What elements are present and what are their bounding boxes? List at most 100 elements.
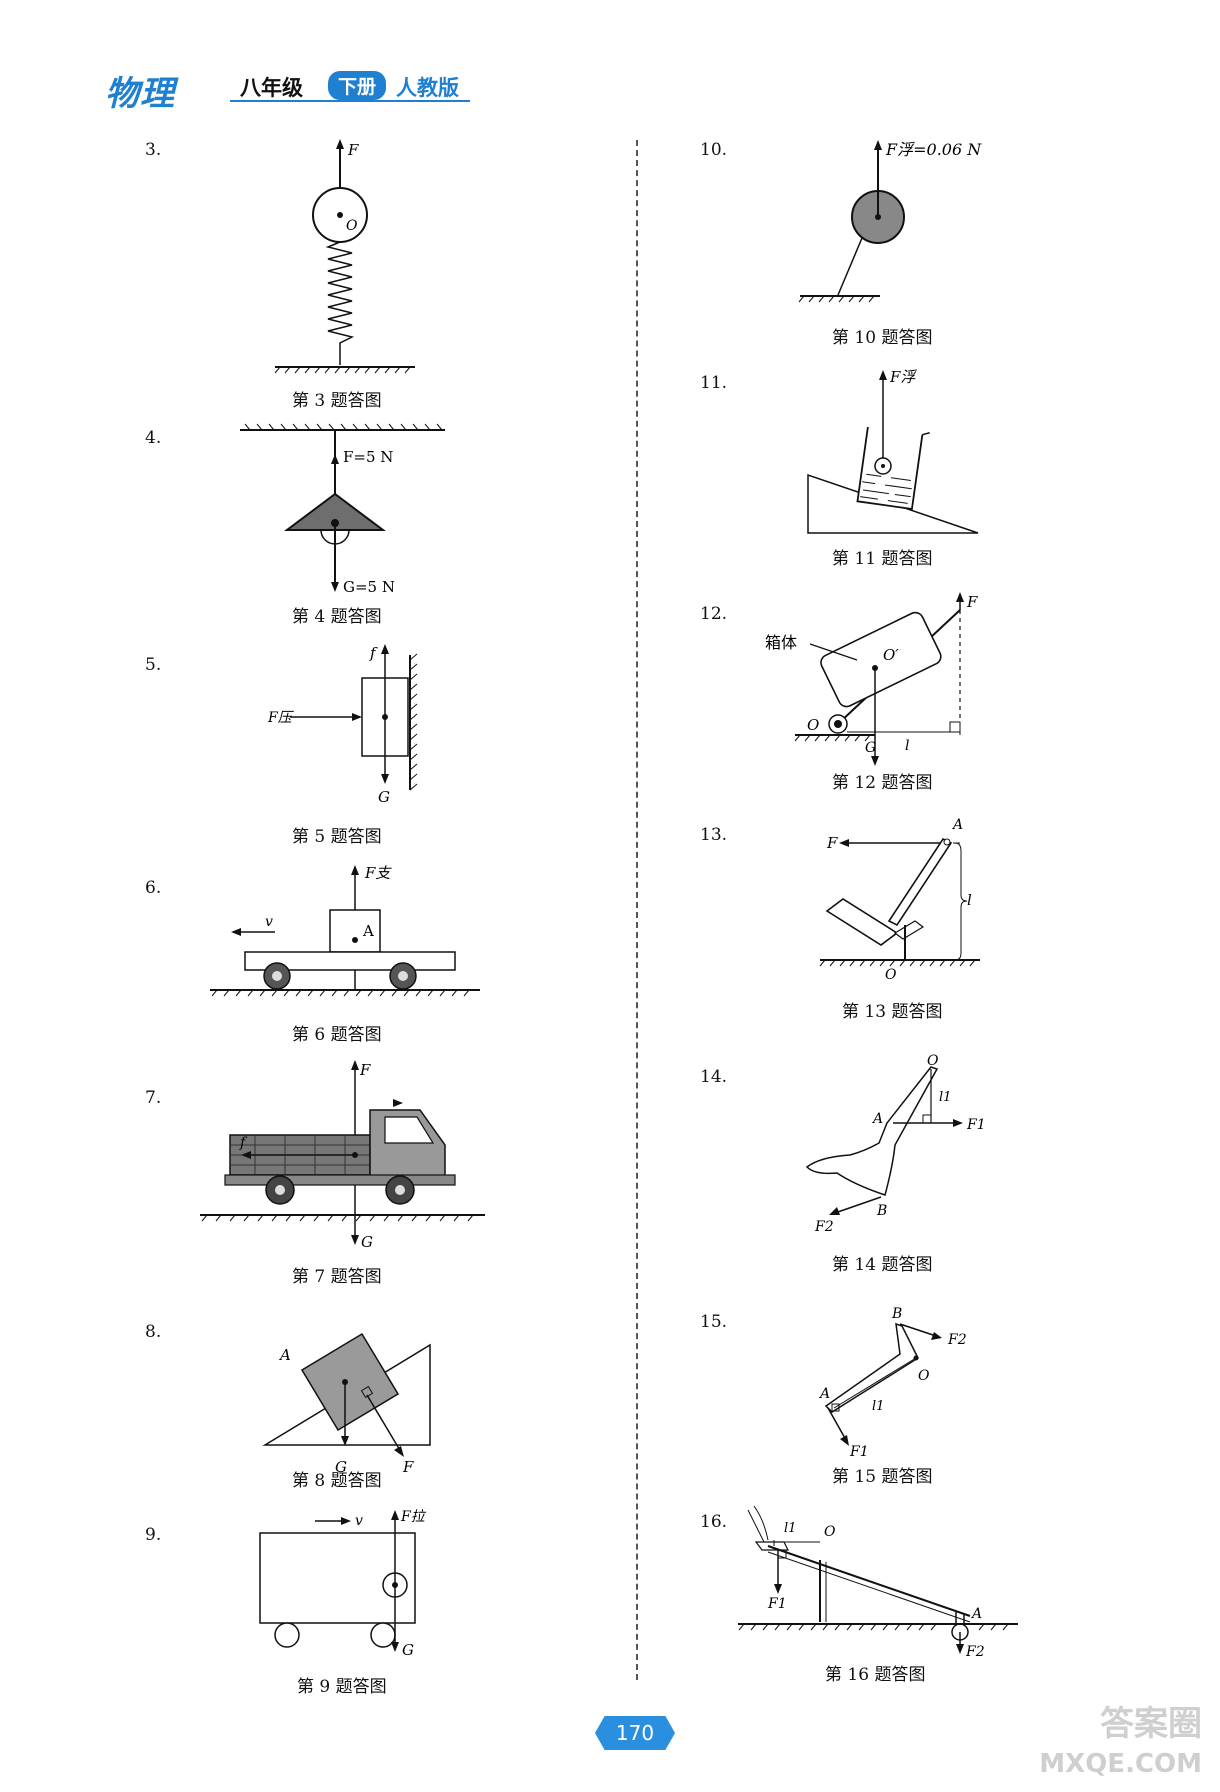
label-11-fbuoy: F浮 xyxy=(889,368,917,386)
item-number-8: 8. xyxy=(145,1322,162,1342)
watermark: 答案圈 MXQE.COM xyxy=(1039,1704,1202,1784)
label-14-o: O xyxy=(927,1053,939,1069)
caption-15: 第 15 题答图 xyxy=(832,1467,933,1487)
figure-11: F浮 xyxy=(807,368,979,534)
label-12-oprime: O′ xyxy=(883,646,899,664)
label-6-a: A xyxy=(362,922,374,940)
figure-3: F O xyxy=(274,139,415,374)
caption-5: 第 5 题答图 xyxy=(292,827,382,847)
label-16-o: O xyxy=(824,1524,836,1540)
caption-16: 第 16 题答图 xyxy=(825,1665,926,1685)
item-number-7: 7. xyxy=(145,1088,162,1108)
figure-9: v F拉 G xyxy=(259,1509,427,1659)
label-5-fpress: F压 xyxy=(267,710,295,726)
label-14-f1: F1 xyxy=(966,1117,986,1133)
label-7-f: F xyxy=(359,1061,371,1079)
label-15-b: B xyxy=(891,1306,902,1322)
label-7-friction: f xyxy=(239,1135,248,1151)
label-14-f2: F2 xyxy=(814,1219,834,1235)
figure-6: F支 A v xyxy=(210,864,480,997)
header-underline xyxy=(230,100,470,102)
label-9-g: G xyxy=(402,1641,414,1659)
figure-14: O l1 A F1 F2 B xyxy=(805,1053,986,1235)
label-16-a: A xyxy=(970,1606,982,1622)
label-3-f: F xyxy=(347,141,359,159)
item-number-11: 11. xyxy=(700,373,728,393)
label-13-l: l xyxy=(967,891,972,909)
item-number-6: 6. xyxy=(145,878,162,898)
figure-15: B F2 O A l1 F1 xyxy=(818,1306,967,1460)
figure-8: A G F xyxy=(262,1332,431,1476)
label-12-o: O xyxy=(807,716,819,734)
label-9-fpull: F拉 xyxy=(400,1509,427,1525)
volume-badge: 下册 xyxy=(328,71,387,100)
label-8-a: A xyxy=(278,1346,291,1364)
edition-label: 人教版 xyxy=(396,76,459,100)
label-5-f: f xyxy=(369,644,378,662)
item-number-10: 10. xyxy=(700,140,728,160)
brand-title: 物理 xyxy=(105,74,175,114)
caption-11: 第 11 题答图 xyxy=(832,549,933,569)
label-8-g: G xyxy=(335,1458,347,1476)
item-number-4: 4. xyxy=(145,428,162,448)
item-number-15: 15. xyxy=(700,1312,728,1332)
figure-4: F=5 N G=5 N xyxy=(240,423,445,596)
label-13-f: F xyxy=(826,834,838,852)
figure-10: F浮=0.06 N xyxy=(798,140,982,303)
caption-4: 第 4 题答图 xyxy=(292,607,382,627)
item-number-9: 9. xyxy=(145,1525,162,1545)
caption-13: 第 13 题答图 xyxy=(842,1002,943,1022)
caption-6: 第 6 题答图 xyxy=(292,1025,382,1045)
label-13-a: A xyxy=(951,817,963,833)
label-6-v: v xyxy=(265,914,273,930)
grade-label: 八年级 xyxy=(240,76,303,100)
label-16-f2: F2 xyxy=(965,1644,985,1660)
caption-7: 第 7 题答图 xyxy=(292,1267,382,1287)
page-number: 170 xyxy=(595,1716,675,1750)
label-5-g: G xyxy=(378,788,390,806)
figure-12: F 箱体 O′ G O l xyxy=(765,592,978,766)
item-number-3: 3. xyxy=(145,140,162,160)
label-9-v: v xyxy=(355,1513,363,1529)
item-number-5: 5. xyxy=(145,655,162,675)
figure-5: f F压 G xyxy=(267,644,418,806)
item-number-16: 16. xyxy=(700,1512,728,1532)
label-4-g: G=5 N xyxy=(343,578,395,596)
label-16-l1: l1 xyxy=(784,1521,796,1536)
label-12-box: 箱体 xyxy=(765,633,797,652)
label-10-fbuoy: F浮=0.06 N xyxy=(885,140,982,159)
label-15-a: A xyxy=(818,1386,830,1402)
label-7-g: G xyxy=(361,1233,373,1251)
label-12-g: G xyxy=(865,740,876,756)
caption-10: 第 10 题答图 xyxy=(832,328,933,348)
label-12-l: l xyxy=(905,738,909,754)
label-15-l1: l1 xyxy=(872,1399,884,1414)
label-3-o: O xyxy=(346,218,358,234)
page-header: 物理 八年级 下册 人教版 xyxy=(0,0,1220,120)
item-number-13: 13. xyxy=(700,825,728,845)
label-16-f1: F1 xyxy=(767,1596,787,1612)
label-15-f1: F1 xyxy=(849,1444,869,1460)
figure-16: l1 O F1 A F2 xyxy=(738,1505,1018,1660)
label-12-f: F xyxy=(966,593,978,611)
item-number-12: 12. xyxy=(700,604,728,624)
figure-7: F f G xyxy=(200,1060,485,1251)
label-4-f: F=5 N xyxy=(343,448,393,466)
caption-9: 第 9 题答图 xyxy=(297,1677,387,1697)
watermark-line2: MXQE.COM xyxy=(1039,1749,1202,1779)
label-15-o: O xyxy=(918,1368,930,1384)
item-number-14: 14. xyxy=(700,1067,728,1087)
column-divider xyxy=(636,140,638,1680)
label-14-b: B xyxy=(876,1203,887,1219)
caption-14: 第 14 题答图 xyxy=(832,1255,933,1275)
label-14-l1: l1 xyxy=(939,1090,951,1105)
label-13-o: O xyxy=(885,967,897,983)
watermark-line1: 答案圈 xyxy=(1100,1704,1202,1744)
label-14-a: A xyxy=(871,1111,883,1127)
caption-12: 第 12 题答图 xyxy=(832,773,933,793)
label-6-fn: F支 xyxy=(364,864,392,882)
label-8-f: F xyxy=(402,1458,414,1476)
caption-8: 第 8 题答图 xyxy=(292,1471,382,1491)
figure-13: F A l O xyxy=(819,817,980,983)
label-15-f2: F2 xyxy=(947,1332,967,1348)
